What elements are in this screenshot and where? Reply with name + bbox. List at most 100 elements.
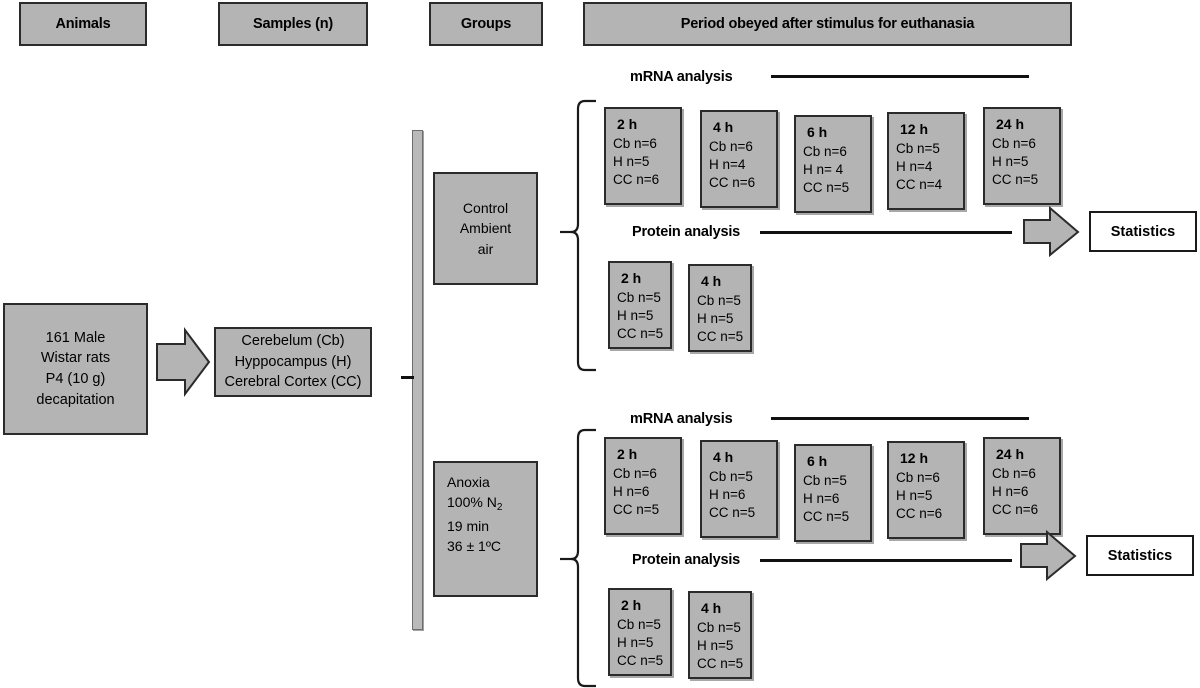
animals-line-2: Wistar rats xyxy=(40,350,111,367)
label-mrna-control: mRNA analysis xyxy=(630,69,733,85)
timepoint-cb: Cb n=5 xyxy=(709,468,753,484)
timepoint-h: H n=5 xyxy=(896,487,933,503)
timepoint-cc: CC n=5 xyxy=(697,328,744,344)
timepoint-box: 24 h Cb n=6 H n=6 CC n=6 xyxy=(983,437,1061,535)
statistics-label: Statistics xyxy=(1110,223,1176,240)
timepoint-box: 24 h Cb n=6 H n=5 CC n=5 xyxy=(983,107,1061,205)
animals-line-1: 161 Male xyxy=(45,329,106,346)
timepoint-box: 12 h Cb n=6 H n=5 CC n=6 xyxy=(887,441,965,539)
timepoint-cc: CC n=5 xyxy=(697,655,744,671)
arrow-animals-to-samples xyxy=(156,327,211,397)
header-period-label: Period obeyed after stimulus for euthana… xyxy=(680,16,975,32)
anoxia-line-4: 36 ± 1ºC xyxy=(447,538,502,555)
timepoint-cb: Cb n=6 xyxy=(992,135,1036,151)
rule-mrna-control xyxy=(771,75,1029,78)
timepoint-h: H n=6 xyxy=(613,483,650,499)
anoxia-line-2: 100% N2 xyxy=(447,494,503,514)
rule-protein-control xyxy=(760,231,1012,234)
timepoint-box: 2 h Cb n=5 H n=5 CC n=5 xyxy=(608,588,672,676)
timepoint-time: 24 h xyxy=(996,446,1025,462)
timepoint-cb: Cb n=6 xyxy=(896,469,940,485)
label-protein-anoxia: Protein analysis xyxy=(632,552,741,568)
label-mrna-anoxia: mRNA analysis xyxy=(630,411,733,427)
timepoint-cc: CC n=5 xyxy=(803,179,850,195)
timepoint-cb: Cb n=5 xyxy=(697,619,741,635)
timepoint-cc: CC n=6 xyxy=(709,174,756,190)
anoxia-line-1: Anoxia xyxy=(447,474,490,490)
samples-box: Cerebelum (Cb) Hyppocampus (H) Cerebral … xyxy=(214,327,372,397)
header-groups: Groups xyxy=(429,2,543,46)
group-box-control: Control Ambient air xyxy=(433,172,538,285)
brace-anoxia-analyses xyxy=(560,428,596,688)
timepoint-h: H n=6 xyxy=(803,490,840,506)
timepoint-cc: CC n=5 xyxy=(709,504,756,520)
timepoint-cc: CC n=4 xyxy=(896,176,943,192)
timepoint-box: 4 h Cb n=5 H n=5 CC n=5 xyxy=(688,264,752,352)
timepoint-box: 2 h Cb n=6 H n=6 CC n=5 xyxy=(604,437,682,535)
timepoint-box: 12 h Cb n=5 H n=4 CC n=4 xyxy=(887,112,965,210)
arrow-control-to-statistics xyxy=(1023,205,1080,258)
control-line-1: Control xyxy=(462,200,509,217)
timepoint-cb: Cb n=5 xyxy=(697,292,741,308)
header-animals: Animals xyxy=(19,2,147,46)
timepoint-h: H n=5 xyxy=(613,153,650,169)
timepoint-box: 4 h Cb n=6 H n=4 CC n=6 xyxy=(700,110,778,208)
timepoint-box: 2 h Cb n=6 H n=5 CC n=6 xyxy=(604,107,682,205)
timepoint-h: H n= 4 xyxy=(803,161,844,177)
brace-control-analyses xyxy=(560,99,596,372)
timepoint-time: 4 h xyxy=(713,119,734,135)
timepoint-cc: CC n=6 xyxy=(896,505,943,521)
header-groups-label: Groups xyxy=(460,16,512,32)
timepoint-cb: Cb n=6 xyxy=(992,465,1036,481)
group-split-bar xyxy=(412,130,423,630)
timepoint-time: 4 h xyxy=(701,600,722,616)
timepoint-time: 6 h xyxy=(807,453,828,469)
timepoint-time: 4 h xyxy=(701,273,722,289)
arrow-anoxia-to-statistics xyxy=(1020,529,1077,582)
timepoint-h: H n=6 xyxy=(709,486,746,502)
samples-line-1: Cerebelum (Cb) xyxy=(241,333,345,350)
timepoint-time: 6 h xyxy=(807,124,828,140)
samples-to-groups-connector xyxy=(401,376,414,379)
timepoint-box: 6 h Cb n=5 H n=6 CC n=5 xyxy=(794,444,872,542)
timepoint-cb: Cb n=6 xyxy=(709,138,753,154)
statistics-label: Statistics xyxy=(1107,547,1173,564)
timepoint-box: 2 h Cb n=5 H n=5 CC n=5 xyxy=(608,261,672,349)
timepoint-cc: CC n=5 xyxy=(617,325,664,341)
samples-line-2: Hyppocampus (H) xyxy=(234,353,352,370)
timepoint-h: H n=5 xyxy=(617,307,654,323)
timepoint-cc: CC n=6 xyxy=(992,501,1039,517)
samples-line-3: Cerebral Cortex (CC) xyxy=(224,374,362,391)
rule-protein-anoxia xyxy=(760,559,1012,562)
rule-mrna-anoxia xyxy=(771,417,1029,420)
timepoint-cb: Cb n=6 xyxy=(803,143,847,159)
animals-box: 161 Male Wistar rats P4 (10 g) decapitat… xyxy=(3,303,148,435)
statistics-box-control: Statistics xyxy=(1089,211,1197,252)
control-line-2: Ambient xyxy=(459,220,512,237)
timepoint-cc: CC n=5 xyxy=(613,501,660,517)
header-period: Period obeyed after stimulus for euthana… xyxy=(583,2,1072,46)
timepoint-time: 2 h xyxy=(617,116,638,132)
timepoint-time: 12 h xyxy=(900,121,929,137)
timepoint-box: 6 h Cb n=6 H n= 4 CC n=5 xyxy=(794,115,872,213)
timepoint-h: H n=5 xyxy=(697,310,734,326)
animals-line-3: P4 (10 g) xyxy=(45,371,106,387)
timepoint-h: H n=4 xyxy=(896,158,933,174)
header-samples-label: Samples (n) xyxy=(253,16,333,32)
timepoint-cb: Cb n=6 xyxy=(613,135,657,151)
timepoint-cc: CC n=6 xyxy=(613,171,660,187)
timepoint-time: 4 h xyxy=(713,449,734,465)
animals-line-4: decapitation xyxy=(36,391,115,408)
label-protein-control: Protein analysis xyxy=(632,224,741,240)
timepoint-h: H n=4 xyxy=(709,156,746,172)
timepoint-h: H n=5 xyxy=(992,153,1029,169)
timepoint-time: 2 h xyxy=(621,597,642,613)
anoxia-line-3: 19 min xyxy=(447,517,490,534)
control-line-3: air xyxy=(477,240,494,257)
timepoint-cc: CC n=5 xyxy=(617,652,664,668)
timepoint-cb: Cb n=5 xyxy=(617,616,661,632)
timepoint-time: 24 h xyxy=(996,116,1025,132)
timepoint-cc: CC n=5 xyxy=(803,508,850,524)
timepoint-box: 4 h Cb n=5 H n=6 CC n=5 xyxy=(700,440,778,538)
